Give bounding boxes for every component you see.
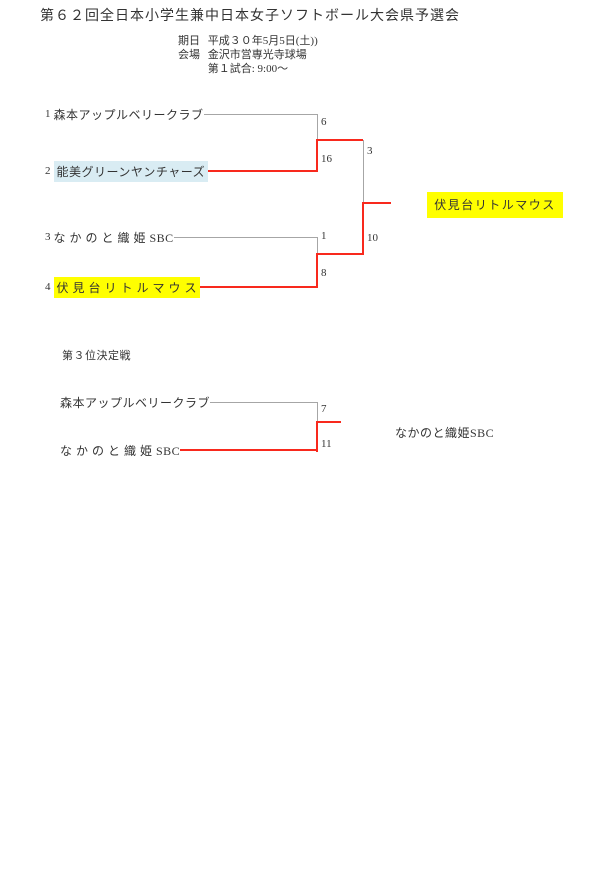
match1-connector-winner	[316, 139, 318, 172]
team-seed-1: 1	[45, 108, 51, 120]
final-connector-winner	[362, 202, 364, 255]
match2-winner-line	[317, 253, 363, 255]
bracket-team-row-4: 4 伏 見 台 リ ト ル マ ウ ス	[45, 276, 317, 298]
third-place-top-leader-line	[210, 401, 317, 403]
third-place-heading: 第３位決定戦	[62, 350, 131, 362]
third-place-team-bottom: な か の と 織 姫 SBC	[60, 443, 181, 458]
team-name-2: 能美グリーンヤンチャーズ	[53, 160, 209, 182]
champion-label: 伏見台リトルマウス	[427, 192, 563, 218]
tournament-title: 第６２回全日本小学生兼中日本女子ソフトボール大会県予選会	[40, 9, 460, 24]
team-seed-3: 3	[45, 231, 51, 243]
score-third-place-top: 7	[321, 403, 327, 415]
venue-label: 会場	[178, 49, 200, 61]
score-third-place-bottom: 11	[321, 438, 332, 450]
bracket-team-row-3: 3 な か の と 織 姫 SBC	[45, 229, 317, 245]
first-game-row: 第１試合: 9:00～	[178, 62, 318, 76]
third-place-bottom-leader-line	[180, 449, 317, 451]
third-place-team-row-bottom: な か の と 織 姫 SBC	[60, 442, 317, 458]
match2-connector-loser	[317, 237, 318, 255]
match1-winner-line	[317, 139, 363, 141]
final-connector-loser	[363, 140, 364, 204]
third-place-winner-line	[317, 421, 341, 423]
third-place-team-top: 森本アップルベリークラブ	[60, 395, 211, 410]
third-place-connector-loser	[317, 402, 318, 423]
match2-connector-winner	[316, 253, 318, 288]
date-value: 平成３０年5月5日(土))	[207, 35, 318, 47]
team1-leader-line	[203, 113, 317, 115]
score-semi2-bottom: 8	[321, 267, 327, 279]
team4-leader-line	[200, 286, 317, 288]
team-name-3: な か の と 織 姫 SBC	[53, 230, 174, 245]
team-name-1: 森本アップルベリークラブ	[53, 107, 204, 122]
bracket-team-row-2: 2 能美グリーンヤンチャーズ	[45, 160, 317, 182]
event-meta: 期日 平成３０年5月5日(土)) 会場 金沢市営専光寺球場 第１試合: 9:00…	[178, 34, 318, 76]
venue-value: 金沢市営専光寺球場	[207, 49, 307, 61]
team3-leader-line	[173, 236, 317, 238]
score-semi1-bottom: 16	[321, 153, 332, 165]
team2-leader-line	[208, 170, 317, 172]
score-semi1-top: 6	[321, 116, 327, 128]
event-venue-row: 会場 金沢市営専光寺球場	[178, 48, 318, 62]
first-game-time: 第１試合: 9:00～	[207, 63, 289, 75]
match1-connector-loser	[317, 114, 318, 141]
score-final-top: 3	[367, 145, 373, 157]
third-place-winner: なかのと織姫SBC	[395, 426, 495, 440]
final-winner-line	[363, 202, 391, 204]
bracket-team-row-1: 1 森本アップルベリークラブ	[45, 106, 317, 122]
team-seed-4: 4	[45, 281, 51, 293]
score-final-bottom: 10	[367, 232, 378, 244]
event-date-row: 期日 平成３０年5月5日(土))	[178, 34, 318, 48]
third-place-team-row-top: 森本アップルベリークラブ	[60, 394, 317, 410]
date-label: 期日	[178, 35, 200, 47]
team-seed-2: 2	[45, 165, 51, 177]
score-semi2-top: 1	[321, 230, 327, 242]
team-name-4: 伏 見 台 リ ト ル マ ウ ス	[53, 276, 201, 298]
third-place-connector-winner	[316, 421, 318, 452]
